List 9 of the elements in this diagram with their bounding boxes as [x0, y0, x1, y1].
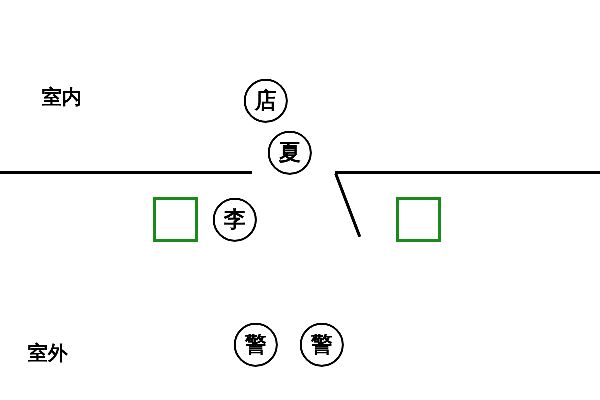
square-marker	[152, 196, 198, 242]
area-label: 室外	[28, 340, 68, 367]
person-marker: 李	[213, 198, 257, 242]
person-marker: 店	[244, 79, 288, 123]
person-marker: 警	[300, 323, 344, 367]
square-marker	[396, 196, 440, 242]
area-label: 室内	[42, 84, 82, 111]
person-marker: 警	[234, 323, 278, 367]
person-marker: 夏	[268, 131, 312, 175]
